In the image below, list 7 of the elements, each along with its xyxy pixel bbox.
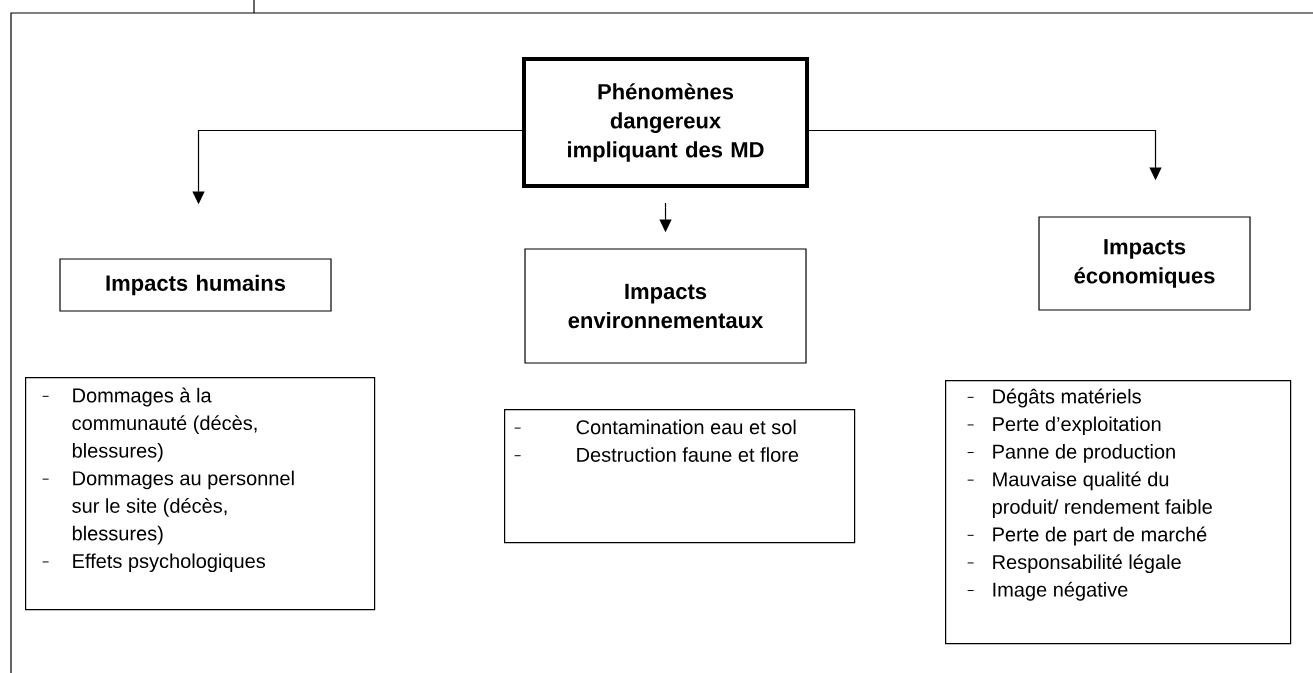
list-box: Contamination eau et sol Destruction faune et flore (504, 409, 856, 544)
category-box: Impacts économiques (1038, 216, 1251, 311)
list-box: Dommages à la communauté (décès, blessures) Dommages au personnel sur le site (décès, blessures) Effets psychologiques (25, 377, 376, 611)
cause-box: Phénomènes dangereux impliquant des MD (522, 57, 809, 188)
list-box: Dégâts matériels Perte d’exploitation Panne de production Mauvaise qualité du produit/ rendement faible Perte de part de marché Responsabilité légale Image négative (945, 380, 1292, 645)
category-box: Impacts humains (59, 258, 332, 312)
category-box: Impacts environnementaux (524, 248, 807, 364)
